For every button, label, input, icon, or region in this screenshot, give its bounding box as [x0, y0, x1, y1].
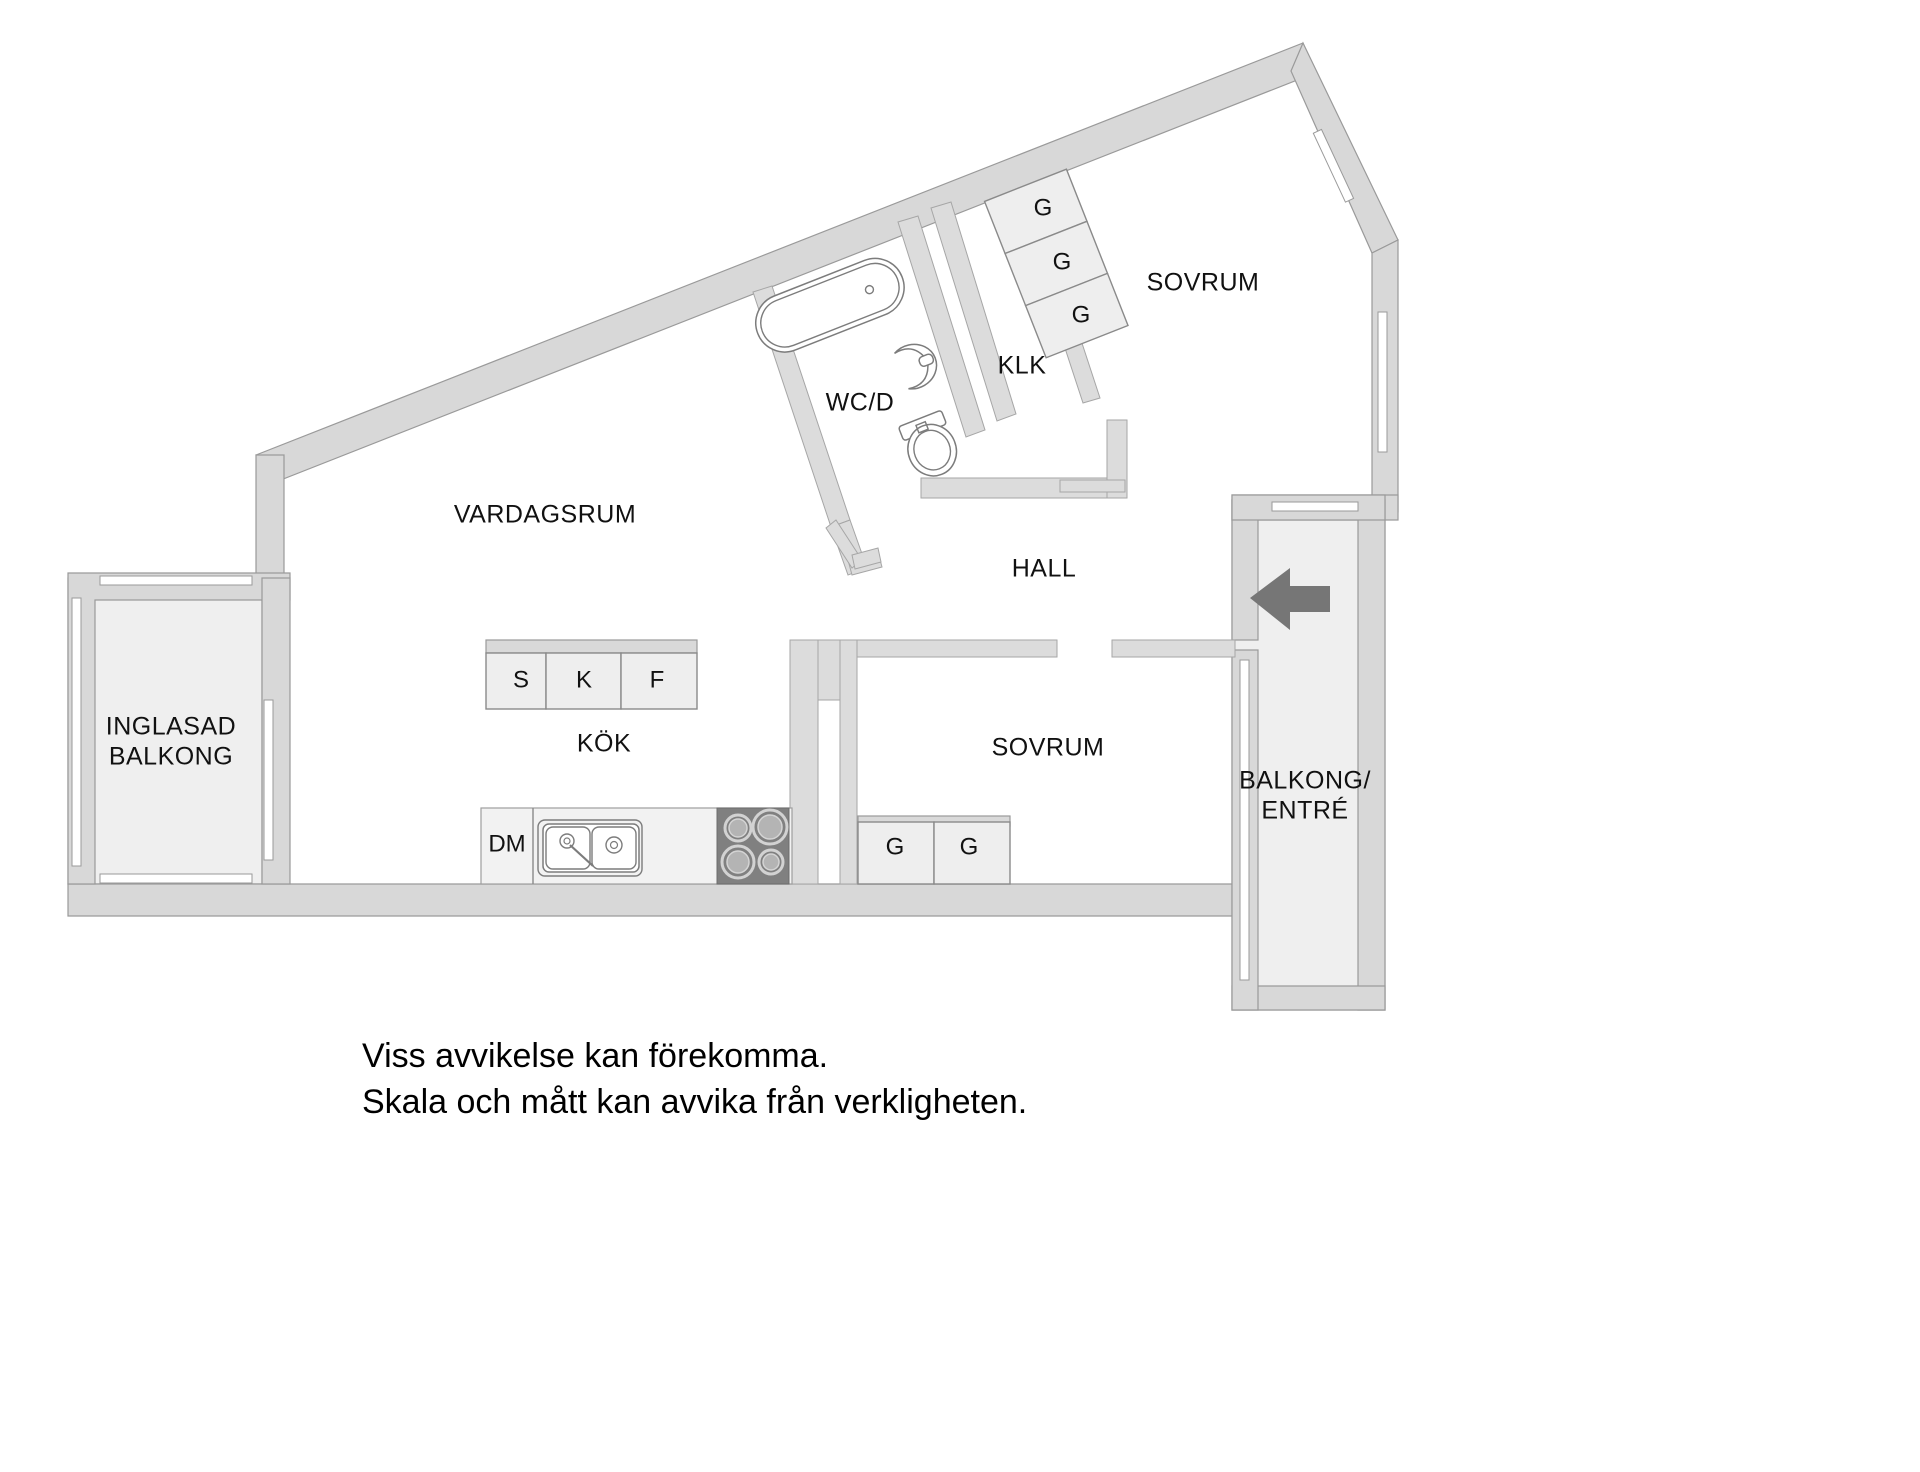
toilet-icon	[898, 410, 958, 477]
wardrobe-label-sovrum-g1: G	[886, 833, 905, 860]
unit-label-s: S	[513, 666, 529, 693]
door-leaves	[825, 479, 1126, 570]
klk-wardrobe-group	[983, 168, 1129, 359]
room-label-vardagsrum: VARDAGSRUM	[454, 501, 636, 529]
disclaimer-caption: Viss avvikelse kan förekomma. Skala och …	[362, 1037, 1027, 1121]
room-label-wc-d: WC/D	[826, 389, 895, 417]
kitchen-sink-icon	[537, 819, 643, 877]
wardrobe-labels: G G G G G	[886, 194, 1091, 860]
caption-line-1: Viss avvikelse kan förekomma.	[362, 1037, 828, 1075]
unit-label-k: K	[576, 666, 592, 693]
wardrobe-label-sovrum-g2: G	[960, 833, 979, 860]
washbasin-icon	[893, 343, 938, 390]
wardrobe-label-klk-g2: G	[1053, 248, 1072, 275]
kitchen-upper-cabinets	[485, 639, 698, 710]
room-label-klk: KLK	[998, 352, 1047, 380]
room-label-sovrum-top: SOVRUM	[1147, 269, 1260, 297]
entrance-arrow	[1250, 568, 1330, 630]
room-labels: SOVRUM KLK WC/D VARDAGSRUM HALL INGLASAD…	[106, 269, 1371, 825]
caption-line-2: Skala och mått kan avvika från verklighe…	[362, 1083, 1027, 1121]
stove-icon	[716, 807, 790, 885]
wardrobe-label-klk-g1: G	[1034, 194, 1053, 221]
room-label-sovrum-bottom: SOVRUM	[992, 734, 1105, 762]
windows	[71, 128, 1388, 981]
room-label-balkong-entre-2: ENTRÉ	[1261, 796, 1348, 825]
kitchen-unit-labels: S K F DM	[488, 666, 664, 857]
room-label-kok: KÖK	[577, 730, 631, 758]
room-label-hall: HALL	[1012, 555, 1077, 583]
room-label-inglasad-balkong-1: INGLASAD	[106, 713, 236, 741]
unit-label-f: F	[650, 666, 665, 693]
unit-label-dm: DM	[488, 830, 525, 857]
sovrum-wardrobe-group	[857, 815, 1011, 885]
kitchen-counter	[480, 807, 793, 885]
bathroom-fixtures	[755, 257, 958, 477]
wardrobe-label-klk-g3: G	[1072, 301, 1091, 328]
room-label-balkong-entre-1: BALKONG/	[1239, 767, 1371, 795]
room-label-inglasad-balkong-2: BALKONG	[109, 743, 233, 771]
